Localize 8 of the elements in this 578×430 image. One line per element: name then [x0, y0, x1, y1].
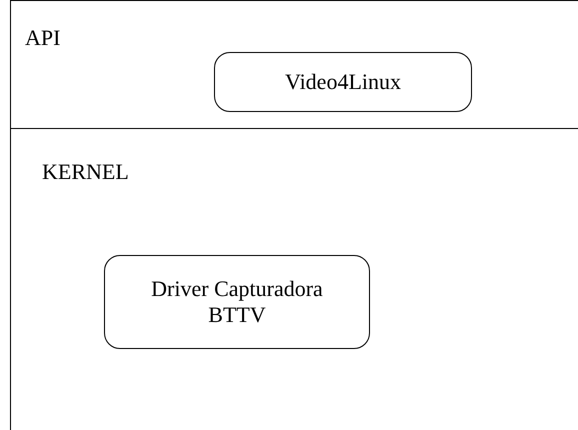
layer-band — [10, 128, 578, 430]
layer-band — [10, 0, 578, 129]
component-label: Driver Capturadora BTTV — [150, 276, 324, 328]
component-box — [104, 255, 370, 349]
layer-title: API — [25, 25, 60, 51]
layer-title: KERNEL — [42, 159, 129, 185]
component-label: Video4Linux — [285, 68, 401, 96]
component-box — [214, 52, 472, 112]
